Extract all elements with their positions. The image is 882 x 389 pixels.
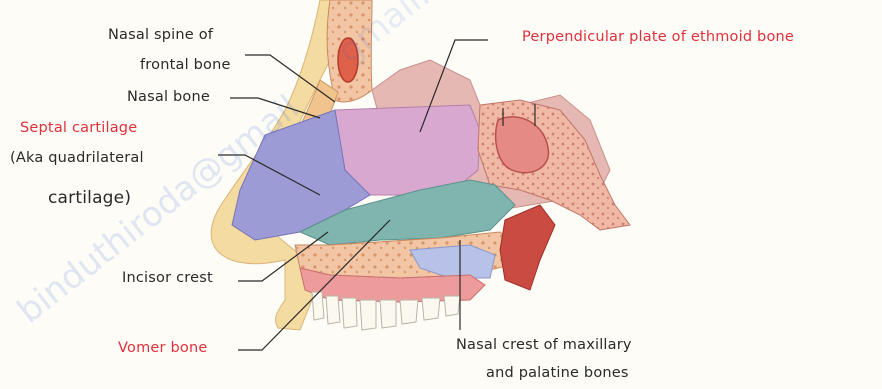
label-nasal-bone: Nasal bone xyxy=(127,89,210,105)
label-nasal-crest-line2: and palatine bones xyxy=(486,365,629,381)
label-perpendicular-plate: Perpendicular plate of ethmoid bone xyxy=(522,29,794,45)
label-incisor-crest: Incisor crest xyxy=(122,270,213,286)
label-nasal-spine-line1: Nasal spine of xyxy=(108,27,213,43)
label-aka-line2: cartilage) xyxy=(48,188,131,208)
label-nasal-crest-line1: Nasal crest of maxillary xyxy=(456,337,632,353)
label-septal-cartilage: Septal cartilage xyxy=(20,120,137,136)
label-vomer-bone: Vomer bone xyxy=(118,340,207,356)
label-nasal-spine-line2: frontal bone xyxy=(140,57,231,73)
label-aka-line1: (Aka quadrilateral xyxy=(10,150,144,166)
pharynx-wall xyxy=(500,205,555,290)
